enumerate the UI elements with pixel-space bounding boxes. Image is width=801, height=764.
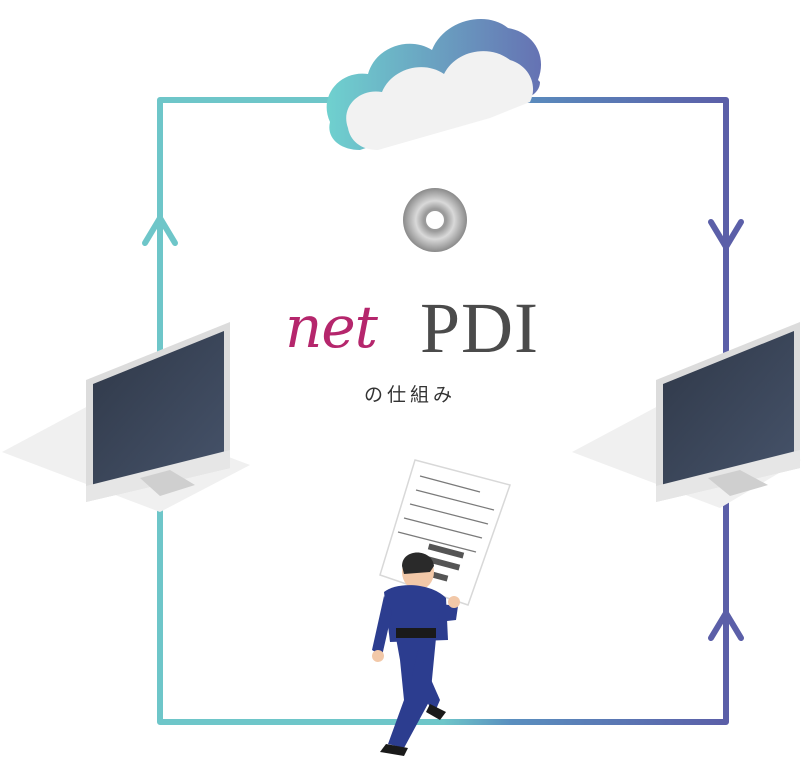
document-icon: [379, 459, 511, 606]
person-icon: [372, 552, 460, 756]
logo-pdi-text: PDI: [420, 288, 540, 368]
cloud-icon: [326, 19, 542, 151]
netpdi-logo: net PDI: [285, 285, 575, 368]
monitor-icon-left: [2, 322, 250, 512]
up-arrow-icon-left: [142, 215, 178, 246]
up-arrow-icon-right: [708, 610, 744, 641]
monitor-icon-right: [572, 322, 801, 508]
down-arrow-icon-right: [708, 219, 744, 250]
subtitle: の仕組み: [363, 384, 456, 406]
loop-frame: [157, 97, 729, 725]
logo-net-text: net: [285, 293, 378, 361]
cd-icon: [403, 188, 467, 252]
